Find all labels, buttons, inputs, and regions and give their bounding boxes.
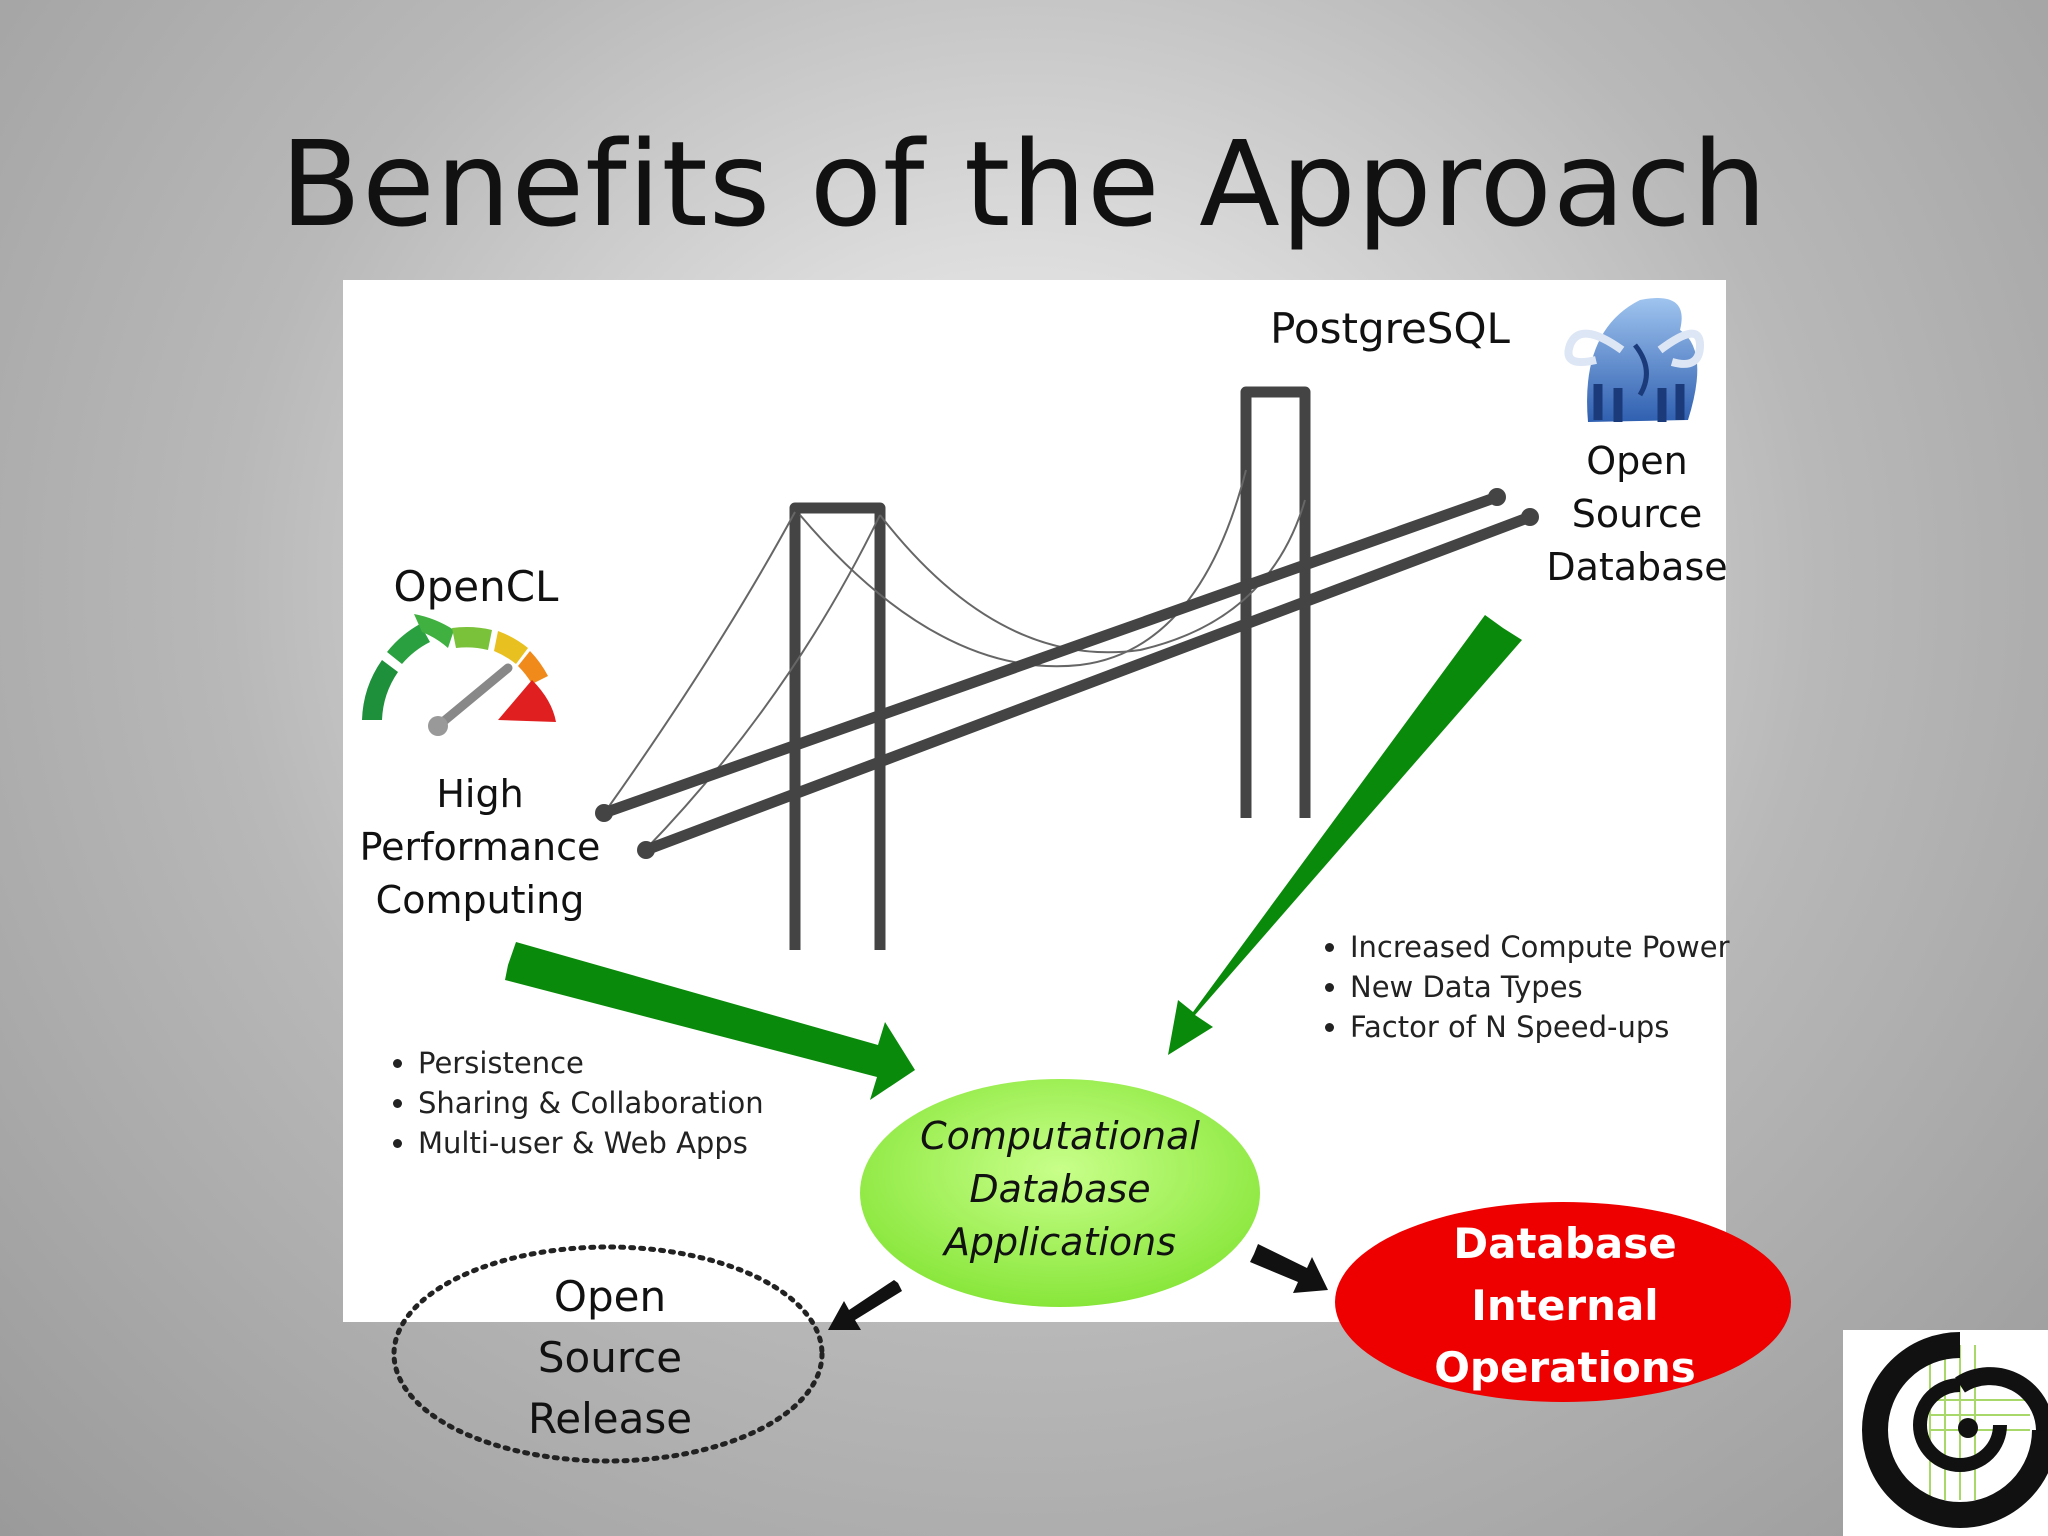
list-item: Multi-user & Web Apps [418, 1123, 764, 1163]
open-source-release-text: Open Source Release [410, 1266, 810, 1449]
center-ellipse-text: Computational Database Applications [880, 1110, 1240, 1269]
hpc-caption-line-1: High [436, 772, 524, 816]
database-caption-line-1: Open [1586, 439, 1688, 483]
center-line-3: Applications [943, 1220, 1177, 1264]
open-source-release-ellipse [391, 1244, 825, 1464]
internal-line-2: Internal [1471, 1281, 1659, 1330]
list-item: Persistence [418, 1043, 764, 1083]
internal-line-3: Operations [1434, 1343, 1696, 1392]
database-caption: Open Source Database [1530, 435, 1744, 594]
list-item: New Data Types [1350, 967, 1730, 1007]
database-caption-line-3: Database [1546, 545, 1728, 589]
release-line-3: Release [527, 1394, 693, 1443]
slide-title: Benefits of the Approach [280, 115, 1768, 253]
internal-line-1: Database [1453, 1219, 1677, 1268]
center-line-1: Computational [920, 1114, 1200, 1158]
arrow-hpc-to-center [505, 942, 915, 1100]
release-line-1: Open [553, 1272, 667, 1321]
database-caption-line-2: Source [1571, 492, 1703, 536]
internal-operations-ellipse [1335, 1202, 1791, 1402]
list-item: Factor of N Speed-ups [1350, 1007, 1730, 1047]
list-item: Sharing & Collaboration [418, 1083, 764, 1123]
opencl-label: OpenCL [393, 562, 559, 611]
arrow-center-to-release [828, 1280, 902, 1330]
list-item: Increased Compute Power [1350, 927, 1730, 967]
hpc-caption: High Performance Computing [340, 768, 620, 927]
arrow-db-to-center [1168, 615, 1522, 1055]
mammoth-logo-icon [1564, 298, 1705, 422]
postgresql-label: PostgreSQL [1270, 304, 1510, 353]
bridge-left-tower [789, 502, 886, 950]
arrow-center-to-internal [1250, 1244, 1328, 1293]
center-line-2: Database [969, 1167, 1151, 1211]
bridge-deck-upper [595, 488, 1506, 822]
release-line-2: Source [537, 1333, 683, 1382]
hpc-caption-line-2: Performance [359, 825, 601, 869]
center-ellipse [860, 1079, 1260, 1307]
speedometer-icon [362, 614, 556, 736]
bridge-cables [604, 469, 1306, 851]
spiral-logo-icon [1843, 1330, 2048, 1536]
hpc-benefits-list: Persistence Sharing & Collaboration Mult… [380, 1043, 764, 1163]
hpc-caption-line-3: Computing [375, 878, 585, 922]
database-benefits-list: Increased Compute Power New Data Types F… [1312, 927, 1730, 1047]
internal-operations-text: Database Internal Operations [1340, 1213, 1790, 1399]
bridge-deck-lower [637, 508, 1539, 859]
